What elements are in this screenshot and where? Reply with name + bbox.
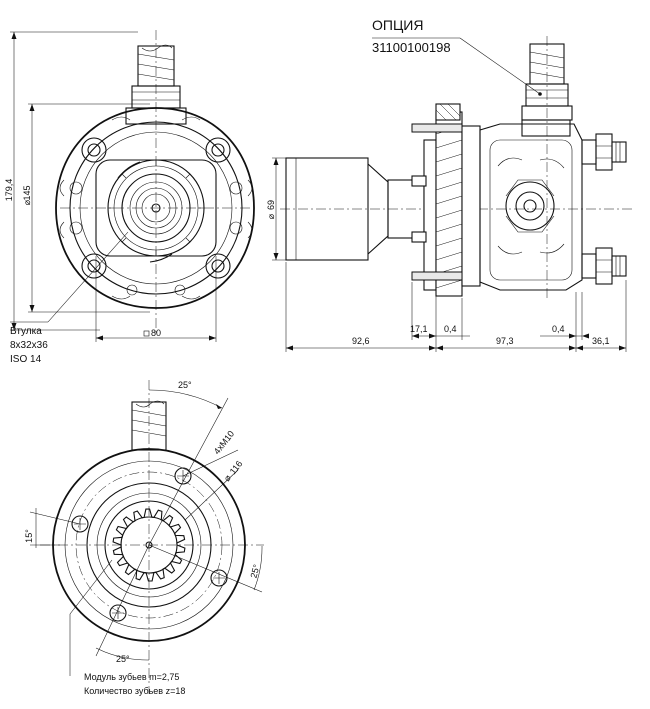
- spline-teeth: [112, 508, 186, 582]
- spline-profile: [112, 508, 186, 582]
- side-top-shaft: [521, 36, 573, 300]
- gear-module-note: Модуль зубьев m=2,75: [84, 672, 179, 682]
- side-view: [272, 36, 632, 352]
- front-bolt-holes: [69, 137, 243, 296]
- flange-bolt-spec: 4xM10: [212, 429, 237, 456]
- side-dim-97-3: 97,3: [496, 336, 514, 346]
- option-label: ОПЦИЯ: [372, 17, 423, 33]
- bushing-standard: ISO 14: [10, 354, 42, 365]
- flange-view: [29, 380, 264, 694]
- front-flange: [55, 107, 255, 309]
- side-dim-0-4-right: 0,4: [552, 324, 565, 334]
- option-part-number: 31100100198: [372, 40, 451, 55]
- side-diameter-dimension: 69: [266, 200, 276, 210]
- side-diameter-symbol: ⌀: [266, 213, 276, 219]
- side-fittings: [581, 133, 627, 285]
- front-shaft: [125, 30, 187, 335]
- flange-angle-bottom: 25°: [116, 654, 130, 664]
- front-dimensions: [10, 31, 217, 342]
- option-leader: [372, 37, 542, 96]
- gear-teeth-note: Количество зубьев z=18: [84, 686, 185, 696]
- bushing-label: Втулка: [10, 326, 42, 337]
- front-square-dimension: 80: [151, 328, 161, 338]
- side-flange-plate: [411, 103, 481, 297]
- flange-angle-right: 25°: [249, 563, 262, 579]
- flange-dimensions: [29, 389, 263, 676]
- front-diameter-symbol: ⌀: [22, 199, 32, 205]
- side-dim-36-1: 36,1: [592, 336, 610, 346]
- front-view: [10, 30, 255, 342]
- bushing-spec: 8x32x36: [10, 340, 48, 351]
- side-dim-17-1: 17,1: [410, 324, 428, 334]
- side-dimensions: [272, 157, 627, 352]
- side-dim-92-6: 92,6: [352, 336, 370, 346]
- flange-shaft: [40, 380, 264, 694]
- flange-angle-left: 15°: [24, 529, 34, 543]
- flange-bolt-circle-symbol: ⌀: [222, 472, 234, 483]
- flange-angle-top: 25°: [178, 380, 192, 390]
- side-dim-0-4-left: 0,4: [444, 324, 457, 334]
- front-diameter-dimension: 145: [22, 185, 32, 200]
- side-pump-body: [479, 119, 627, 291]
- front-height-dimension: 179,4: [4, 179, 14, 202]
- flange-bolt-circle: 116: [228, 459, 245, 476]
